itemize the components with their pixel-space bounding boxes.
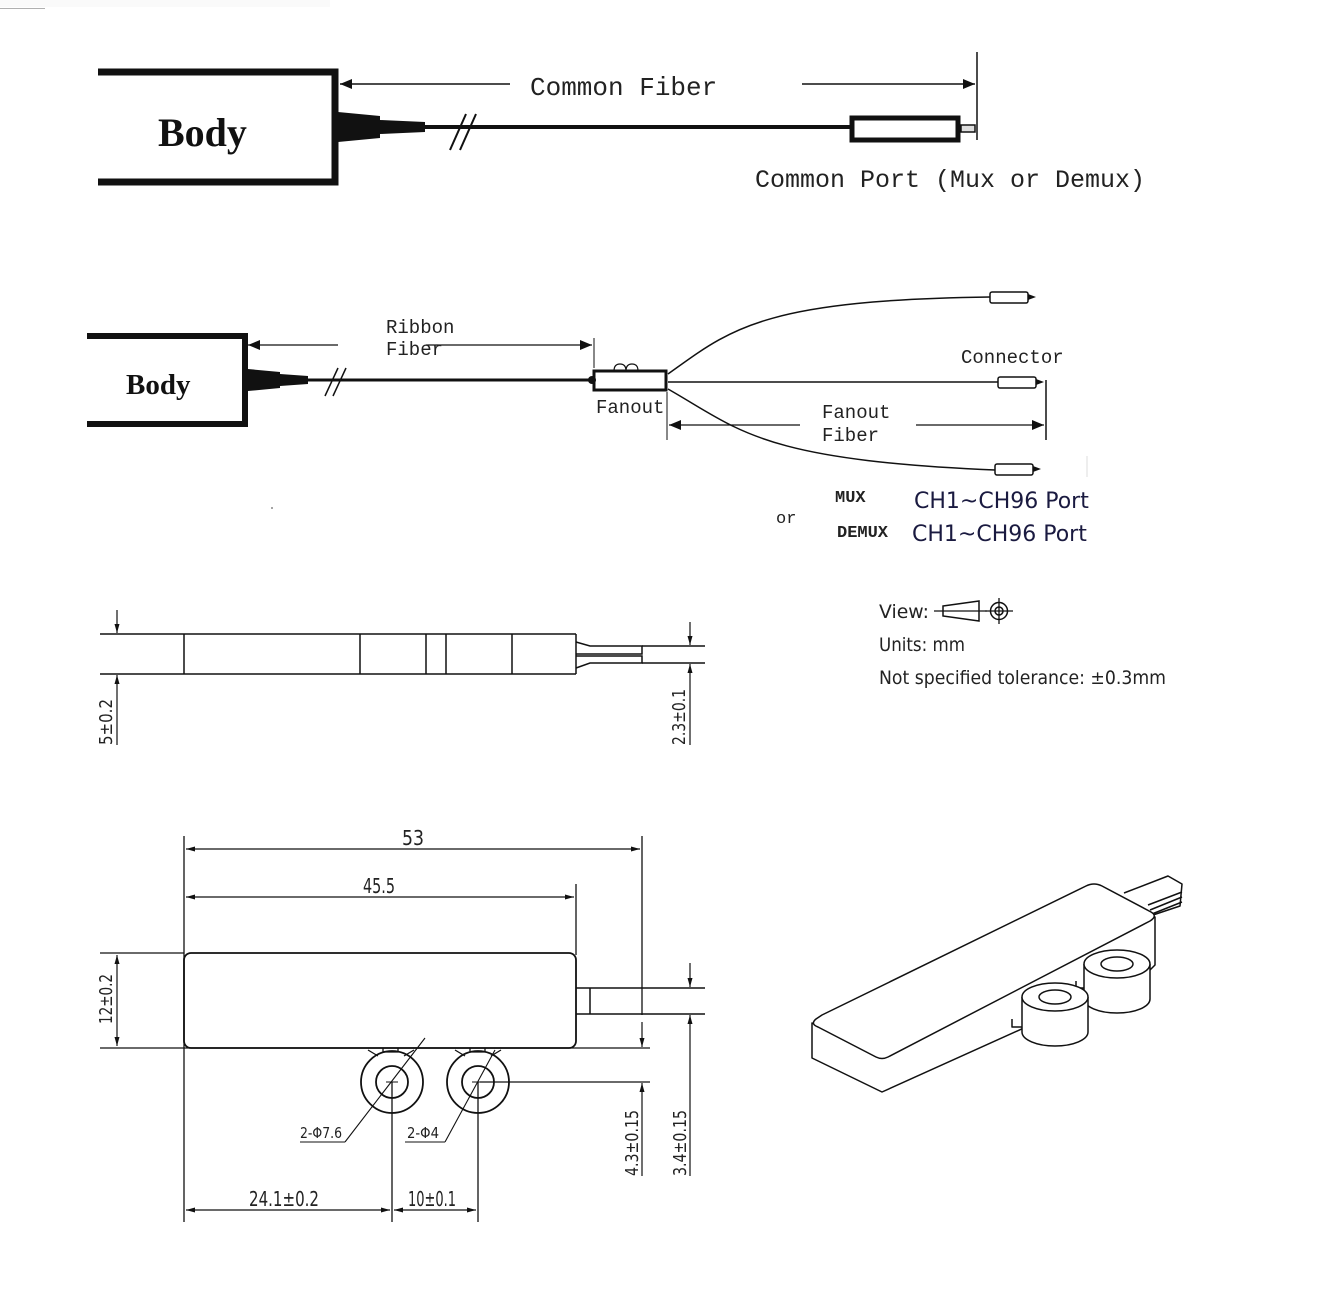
common-port-connector — [849, 115, 961, 143]
fanout-label: Fanout — [596, 397, 664, 419]
ribbon-label-line1: Ribbon — [386, 317, 454, 339]
break-mark — [449, 113, 467, 151]
connector-bottom — [994, 463, 1041, 476]
stray-dot — [271, 507, 273, 509]
fanout-bump — [613, 363, 639, 372]
fanout-junction — [588, 376, 596, 384]
connector-top — [989, 291, 1036, 304]
thickness-dimension: 5±0.2 — [96, 699, 117, 745]
hole-y-offset-dimension: 4.3±0.15 — [622, 1110, 643, 1176]
isometric-view — [811, 875, 1183, 1093]
mux-label: MUX — [835, 489, 866, 508]
body-label: Body — [126, 369, 191, 401]
fiber-boot — [338, 112, 425, 142]
top-bar — [0, 0, 330, 7]
connector-label: Connector — [961, 347, 1064, 369]
overall-length-dimension: 53 — [402, 826, 424, 850]
fiber-boot — [248, 369, 308, 391]
break-mark — [324, 367, 339, 397]
mounting-hole-1 — [360, 1048, 424, 1222]
break-mark — [459, 113, 477, 151]
tolerance-label: Not specified tolerance: ±0.3mm — [879, 667, 1166, 689]
mux-ports-label: CH1~CH96 Port — [914, 489, 1089, 514]
hole-offset-dimension: 24.1±0.2 — [249, 1187, 319, 1211]
common-fiber-label: Common Fiber — [530, 73, 717, 103]
fiber-y-offset-dimension: 3.4±0.15 — [670, 1110, 691, 1176]
hole-spacing-dimension: 10±0.1 — [408, 1187, 456, 1211]
demux-ports-label: CH1~CH96 Port — [912, 522, 1087, 547]
demux-label: DEMUX — [837, 524, 889, 543]
fiber-width-dimension: 2.3±0.1 — [669, 689, 690, 745]
drawing-notes: View: Units: mm Not specified tolerance:… — [879, 598, 1166, 689]
fanout-box — [592, 369, 668, 392]
ribbon-label-line2: Fiber — [386, 339, 443, 361]
body-label: Body — [158, 110, 247, 155]
or-label: or — [776, 510, 796, 529]
connector-middle — [997, 376, 1044, 389]
fanout-diagram: Body Ribbon Fiber Fanout Co — [87, 291, 1089, 547]
hole-diameter-callout: 2-Φ4 — [407, 1124, 439, 1142]
body-box — [98, 68, 339, 186]
fanout-fiber-label-line2: Fiber — [822, 425, 879, 447]
projection-symbol-icon — [934, 598, 1013, 624]
units-label: Units: mm — [879, 634, 965, 656]
side-view-drawing — [100, 610, 705, 745]
body-box — [87, 333, 248, 427]
body-length-dimension: 45.5 — [363, 874, 395, 898]
break-mark — [332, 367, 347, 397]
fanout-fiber-label-line1: Fanout — [822, 402, 890, 424]
common-port-label: Common Port (Mux or Demux) — [755, 166, 1145, 195]
view-label: View: — [879, 601, 929, 623]
top-view-drawing — [100, 836, 705, 1222]
outer-diameter-callout: 2-Φ7.6 — [300, 1124, 342, 1142]
body-width-dimension: 12±0.2 — [96, 974, 117, 1024]
common-port-diagram: Body Common Fiber Common Port (Mux or De… — [98, 52, 1145, 195]
top-divider — [0, 8, 45, 9]
fanout-fiber-top — [667, 296, 991, 375]
connector-ferrule — [960, 124, 976, 133]
fanout-fiber-bottom — [667, 388, 996, 471]
mounting-hole-2 — [446, 1048, 510, 1222]
